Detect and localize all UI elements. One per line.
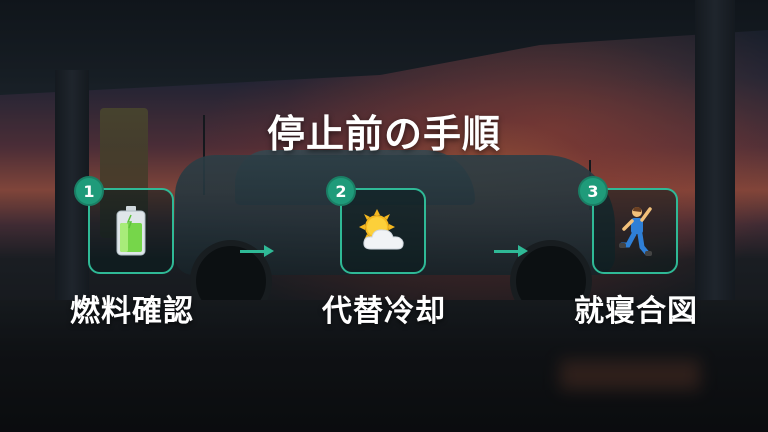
step-icon-box — [340, 188, 426, 274]
step-icon-box — [88, 188, 174, 274]
sun-behind-cloud-icon — [357, 209, 409, 253]
ground-reflection — [560, 360, 700, 390]
slide-title: 停止前の手順 — [266, 112, 501, 156]
utility-pole — [203, 115, 205, 195]
step-icon-box — [592, 188, 678, 274]
battery-icon — [114, 205, 148, 257]
step-label: 燃料確認 — [70, 294, 194, 329]
wet-ground — [0, 300, 768, 432]
canopy-pillar-right — [695, 0, 735, 340]
step-label: 就寝合図 — [574, 294, 698, 329]
dancing-person-icon — [617, 205, 653, 257]
arrow-right-icon — [240, 244, 274, 258]
step-number-badge: 3 — [578, 176, 608, 206]
step-number-badge: 1 — [74, 176, 104, 206]
step-label: 代替冷却 — [322, 294, 446, 329]
step-number-badge: 2 — [326, 176, 356, 206]
arrow-right-icon — [494, 244, 528, 258]
